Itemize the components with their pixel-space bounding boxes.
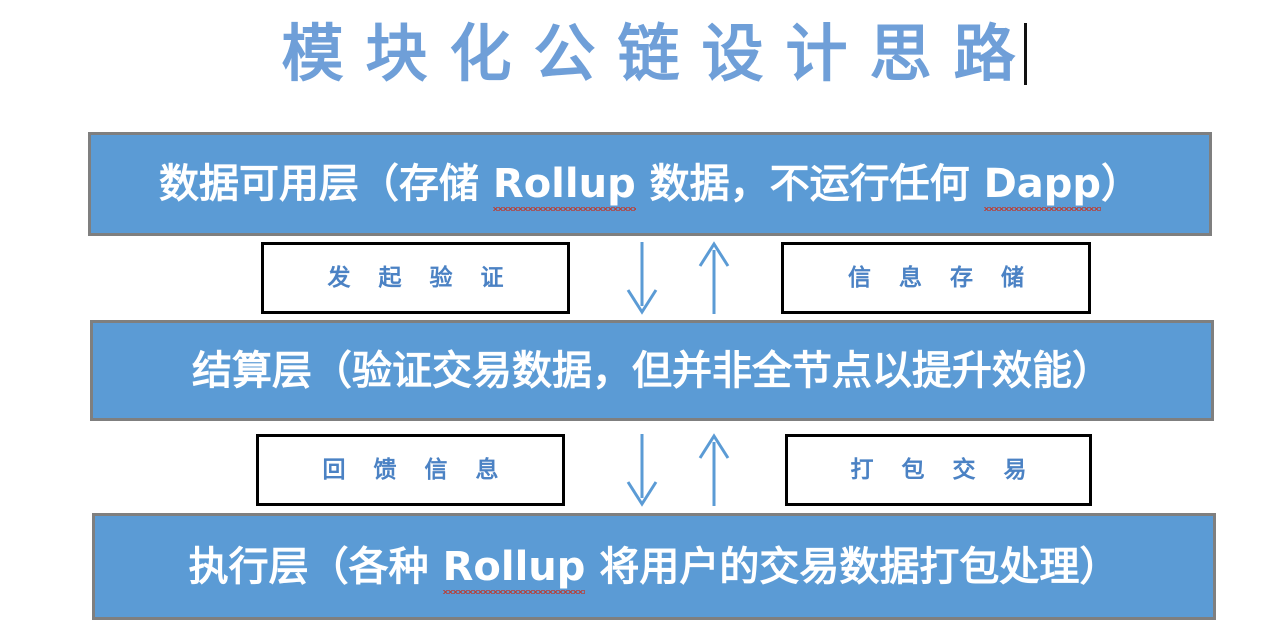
page-title-text: 模块化公链设计思路: [281, 17, 1038, 90]
layer-label-data-availability: 数据可用层（存储 Rollup 数据，不运行任何 Dapp）: [158, 161, 1142, 211]
tag-box-information-storage[interactable]: 信 息 存 储: [781, 242, 1091, 314]
tag-box-pack-transactions[interactable]: 打 包 交 易: [785, 434, 1092, 506]
text-caret: [1023, 23, 1027, 85]
tag-label-feedback-information: 回 馈 信 息: [322, 456, 509, 483]
connector-da-settlement: 发 起 验 证 信 息 存 储: [0, 241, 1286, 315]
tag-label-initiate-verification: 发 起 验 证: [327, 264, 514, 291]
tag-label-pack-transactions: 打 包 交 易: [850, 456, 1037, 483]
spellcheck-underline: Rollup: [492, 161, 636, 211]
tag-box-feedback-information[interactable]: 回 馈 信 息: [256, 434, 565, 506]
connector-settlement-execution: 回 馈 信 息 打 包 交 易: [0, 433, 1286, 507]
spellcheck-underline: Rollup: [442, 543, 586, 594]
tag-label-information-storage: 信 息 存 储: [847, 264, 1035, 291]
tag-box-initiate-verification[interactable]: 发 起 验 证: [261, 242, 570, 314]
layer-label-settlement: 结算层（验证交易数据，但并非全节点以提升效能）: [192, 347, 1112, 394]
down-arrow-icon: [626, 242, 658, 315]
down-arrow-icon: [626, 434, 658, 507]
layer-label-execution: 执行层（各种 Rollup 将用户的交易数据打包处理）: [188, 543, 1120, 594]
layer-box-execution[interactable]: 执行层（各种 Rollup 将用户的交易数据打包处理）: [92, 513, 1216, 620]
spellcheck-underline: Dapp: [983, 161, 1102, 211]
layer-box-settlement[interactable]: 结算层（验证交易数据，但并非全节点以提升效能）: [90, 320, 1214, 421]
up-arrow-icon: [698, 241, 730, 314]
up-arrow-icon: [698, 433, 730, 506]
page-title: 模块化公链设计思路: [0, 4, 1286, 104]
layer-box-data-availability[interactable]: 数据可用层（存储 Rollup 数据，不运行任何 Dapp）: [88, 132, 1212, 236]
